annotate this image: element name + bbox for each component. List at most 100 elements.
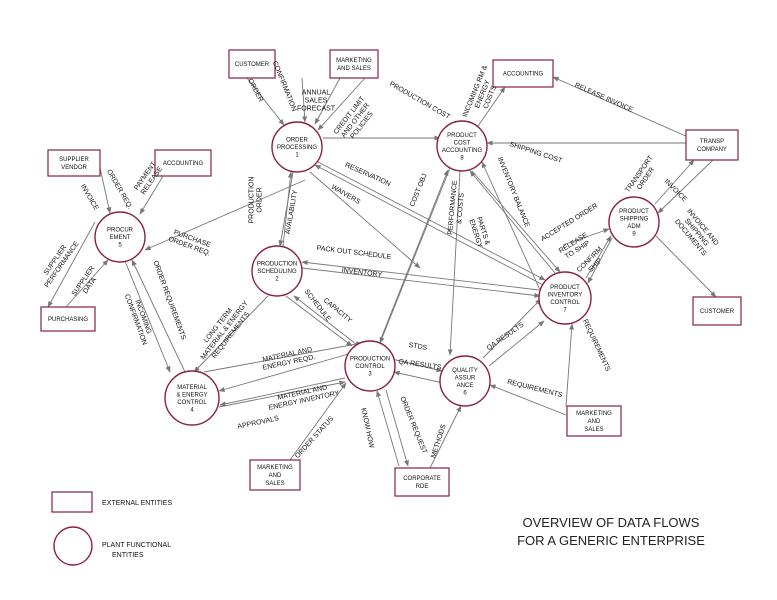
functional-entity-circle (436, 120, 488, 172)
external-entity-box (685, 129, 739, 161)
flow-arrow (585, 235, 612, 279)
external-entity-label: CUSTOMER (235, 62, 270, 68)
functional-entity-label: EMENT (110, 235, 131, 241)
external-entity-label: PURCHASING (48, 317, 88, 323)
flow-arrow (309, 171, 421, 269)
flow-arrow (393, 370, 444, 384)
functional-entity-circle (439, 355, 491, 407)
flow-arrow (565, 323, 575, 407)
flow-label-parts-energy: PARTS &ENERGY (467, 216, 490, 249)
functional-entity-label: 6 (463, 390, 467, 396)
external-entity-accounting-top: ACCOUNTING (492, 59, 554, 88)
flow-arrow (144, 179, 306, 251)
flow-arrow (301, 77, 308, 123)
flow-arrow (278, 171, 294, 247)
flow-label-text: RELEASE INVOICE (573, 82, 634, 114)
functional-entity-label: 4 (190, 407, 194, 413)
flow-label-text: SHIPPING COST (509, 141, 564, 165)
flow-arrow (379, 169, 449, 342)
functional-entity-label: 5 (118, 243, 122, 249)
functional-entity-label: PRODUCTION (257, 262, 297, 268)
flow-label-text: & COSTS (456, 192, 466, 224)
flow-label-qa-results-right: QA RESULTS (486, 321, 526, 352)
flow-label-qa-results-mid: QA RESULTS (398, 359, 442, 372)
flow-arrow (218, 380, 346, 408)
flow-label-order-requirements: ORDER REQUIREMENTS (151, 260, 186, 341)
flow-label-text: APPROVALS (237, 415, 280, 431)
flow-label-text: PRODUCTION (249, 176, 256, 223)
flow-arrow (655, 235, 717, 298)
external-entity-label: VENDOR (61, 165, 87, 171)
flow-label-text: ORDER REQ. (105, 169, 133, 211)
functional-entity-label: PROCESSING (277, 145, 317, 151)
flow-arrow (293, 295, 357, 345)
flow-label-requirements-right: REQUIREMENTS (581, 318, 611, 372)
flow-label-pack-out-schedule: PACK OUT SCHEDULE (316, 245, 392, 261)
flow-label-text: PACK OUT SCHEDULE (316, 245, 392, 261)
functional-entity-label: ASSUR (455, 375, 476, 381)
functional-entity-label: ANCE (457, 383, 474, 389)
external-entity-label: CUSTOMER (700, 309, 735, 315)
legend: EXTERNAL ENTITIES PLANT FUNCTIONAL ENTIT… (51, 491, 172, 566)
flow-label-know-how: KNOW HOW (359, 408, 374, 450)
flow-arrow (314, 77, 341, 125)
flow-label-text: REQUIREMENTS (507, 379, 564, 400)
functional-entity-label: CONTROL (177, 400, 207, 406)
external-entity-label: ACCOUNTING (503, 72, 544, 78)
flow-label-text: ORDER REQUIREMENTS (151, 260, 186, 341)
flow-label-text: COST OBJ (409, 173, 429, 208)
flow-label-text: CONFIRMATION (271, 60, 298, 112)
flow-label-stds: STDS (408, 342, 428, 352)
external-entity-label: COMPANY (697, 147, 727, 153)
flow-arrow (301, 267, 541, 298)
functional-entity-circle (271, 121, 323, 173)
functional-entity-label: CONTROL (550, 300, 580, 306)
flow-label-text: ANNUAL (302, 90, 331, 97)
legend-plant-label-line1: PLANT FUNCTIONAL (102, 542, 171, 549)
flow-arrow (314, 164, 548, 288)
flow-arrow (139, 175, 164, 215)
flow-label-text: ORDER STATUS (294, 415, 335, 460)
flow-label-text: QA RESULTS (398, 359, 442, 372)
external-entity-box (692, 296, 742, 326)
flow-label-text: FORECAST (297, 106, 336, 113)
flow-arrow (193, 295, 269, 373)
external-entity-box (492, 59, 554, 88)
flow-arrow (285, 295, 353, 347)
flow-arrow (99, 167, 112, 214)
functional-entity-label: 9 (632, 231, 636, 237)
flow-arrow (131, 259, 186, 373)
flow-label-text: INVENTORY (341, 267, 382, 279)
flow-label-inventory: INVENTORY (341, 267, 382, 279)
functional-entity-label: PRODUCT (550, 285, 580, 291)
flow-label-order-status: ORDER STATUS (294, 415, 335, 460)
flow-arrow (587, 237, 613, 284)
functional-entity-label: MATERIAL (177, 385, 207, 391)
flow-arrow (429, 405, 462, 469)
flow-arrow (657, 159, 714, 214)
flow-arrow (47, 221, 96, 308)
external-entity-box (228, 49, 276, 79)
flow-label-approvals: APPROVALS (237, 415, 280, 431)
functional-entity-label: CONTROL (355, 364, 385, 370)
flow-label-text: KNOW HOW (359, 408, 374, 450)
flow-arrows (47, 76, 717, 469)
external-entity-label: MARKETING (576, 411, 612, 417)
functional-entity-circle (94, 211, 146, 263)
functional-entity-label: INVENTORY (548, 292, 583, 298)
functional-entity-label: 8 (460, 155, 464, 161)
